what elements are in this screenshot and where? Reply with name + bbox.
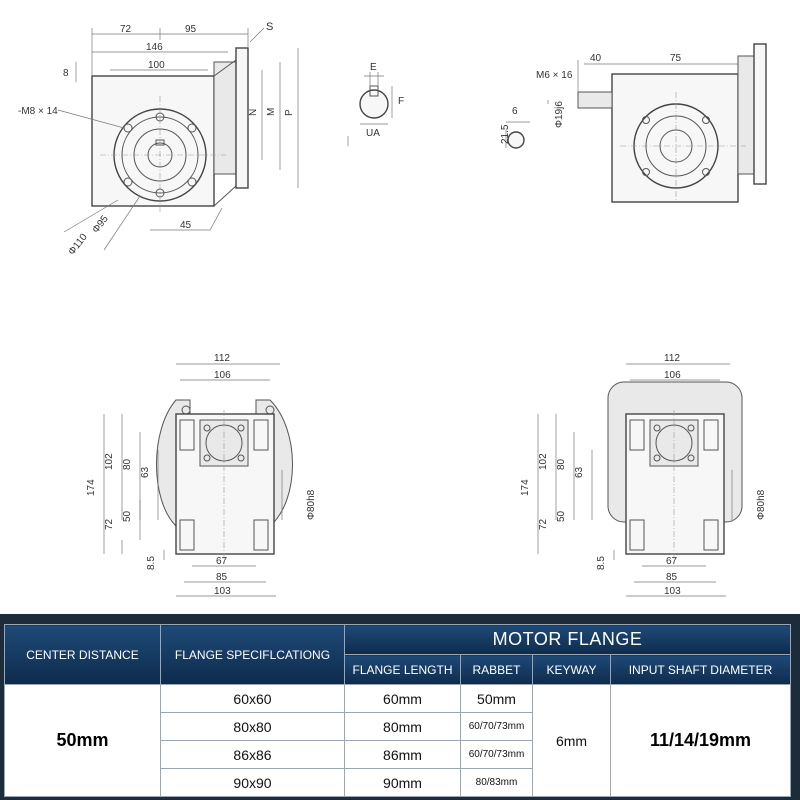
dim-e: E: [370, 62, 377, 73]
spec-panel: CENTER DISTANCE FLANGE SPECIFLCATIONG MO…: [0, 614, 800, 800]
dim-63-right: 63: [574, 466, 585, 478]
flange-spec-cell: 80x80: [160, 712, 345, 741]
dim-phi80h8-right: Φ80h8: [756, 489, 767, 520]
dim-p: P: [284, 109, 295, 116]
dim-21-5: 21.5: [500, 124, 511, 144]
dim-6: 6: [512, 106, 518, 117]
dim-50-left: 50: [122, 510, 133, 522]
dim-50-right: 50: [556, 510, 567, 522]
dim-100: 100: [148, 60, 165, 71]
header-motor-flange: MOTOR FLANGE: [344, 624, 791, 655]
dim-112-right: 112: [664, 353, 680, 364]
dim-174-left: 174: [86, 479, 97, 496]
dim-phi19j6: Φ19j6: [554, 101, 565, 128]
dim-174-right: 174: [520, 479, 531, 496]
dim-m8x14: -M8 × 14: [18, 106, 58, 117]
dim-67-left: 67: [216, 556, 228, 567]
dim-67-right: 67: [666, 556, 678, 567]
flange-spec-cell: 90x90: [160, 768, 345, 797]
flange-edge-right: [753, 43, 767, 185]
front-view-top-left: 72 95 146 100 8 S N M P -M8 × 14 Φ95 Φ11…: [18, 21, 299, 257]
technical-drawing: 72 95 146 100 8 S N M P -M8 × 14 Φ95 Φ11…: [18, 21, 767, 597]
header-rabbet: RABBET: [460, 654, 533, 685]
table-row: 86x86 86mm 60/70/73mm: [5, 740, 791, 769]
input-shaft: [577, 91, 613, 109]
header-center-distance: CENTER DISTANCE: [4, 624, 161, 685]
rabbet-cell: 50mm: [460, 684, 533, 713]
bore-circle: [359, 89, 389, 119]
dim-8-5-left: 8.5: [146, 556, 157, 570]
header-input-shaft: INPUT SHAFT DIAMETER: [610, 654, 791, 685]
rabbet-cell: 80/83mm: [460, 768, 533, 797]
dim-f: F: [398, 96, 404, 107]
dim-85-right: 85: [666, 572, 678, 583]
keyway-value: 6mm: [532, 684, 611, 797]
dim-80-right: 80: [556, 458, 567, 470]
header-flange-length: FLANGE LENGTH: [344, 654, 461, 685]
dim-63-left: 63: [140, 466, 151, 478]
dim-72-right: 72: [538, 518, 549, 530]
table-row: 50mm 60x60 60mm 50mm 6mm 11/14/19mm: [4, 684, 791, 797]
dim-75: 75: [670, 53, 682, 64]
flange-length-cell: 90mm: [344, 768, 461, 797]
dim-102-left: 102: [104, 453, 115, 470]
side-view-top-right: 40 75 M6 × 16 6 21.5 Φ19j6: [500, 43, 767, 203]
spec-table: CENTER DISTANCE FLANGE SPECIFLCATIONG MO…: [4, 624, 791, 797]
dim-146: 146: [146, 42, 163, 53]
dim-72-left: 72: [104, 518, 115, 530]
dim-102-right: 102: [538, 453, 549, 470]
motor-flange-edge: [235, 47, 249, 189]
header-keyway: KEYWAY: [532, 654, 611, 685]
dim-106-right: 106: [664, 370, 681, 381]
top-view-bottom-right: 112 106 174 102 80 63 72 50 8.5 67 85 10…: [520, 353, 767, 597]
dim-phi95: Φ95: [90, 213, 111, 235]
top-view-bottom-left: 112 106 174 102 80 63 72 50 8.5 67 85 10…: [86, 353, 317, 597]
input-shaft-value: 11/14/19mm: [610, 684, 791, 797]
dim-8: 8: [63, 68, 69, 79]
flange-length-cell: 86mm: [344, 740, 461, 769]
dim-40: 40: [590, 53, 602, 64]
dim-m: M: [266, 108, 277, 116]
dim-106-left: 106: [214, 370, 231, 381]
dim-8-5-right: 8.5: [596, 556, 607, 570]
dim-s: S: [266, 21, 273, 33]
dim-72: 72: [120, 24, 132, 35]
dim-103-right: 103: [664, 586, 681, 597]
dim-m6x16: M6 × 16: [536, 70, 573, 81]
motor-flange-plate: [213, 61, 237, 175]
rabbet-cell: 60/70/73mm: [460, 712, 533, 741]
dim-112-left: 112: [214, 353, 230, 364]
flange-spec-cell: 86x86: [160, 740, 345, 769]
dim-ua: UA: [366, 128, 380, 139]
dim-phi110: Φ110: [66, 231, 90, 257]
shaft-section: [507, 131, 525, 149]
dim-80-left: 80: [122, 458, 133, 470]
flange-plate-right: [737, 55, 755, 175]
dim-95: 95: [185, 24, 197, 35]
keyway-detail: E F UA: [347, 62, 404, 146]
header-flange-spec: FLANGE SPECIFLCATIONG: [160, 624, 345, 685]
dim-103-left: 103: [214, 586, 231, 597]
dim-45: 45: [180, 220, 192, 231]
dim-85-left: 85: [216, 572, 228, 583]
dim-phi80h8-left: Φ80h8: [306, 489, 317, 520]
table-row: 90x90 90mm 80/83mm: [5, 768, 791, 797]
dim-n: N: [248, 109, 259, 116]
flange-spec-cell: 60x60: [160, 684, 345, 713]
flange-length-cell: 60mm: [344, 684, 461, 713]
center-distance-value: 50mm: [4, 684, 161, 797]
flange-length-cell: 80mm: [344, 712, 461, 741]
rabbet-cell: 60/70/73mm: [460, 740, 533, 769]
